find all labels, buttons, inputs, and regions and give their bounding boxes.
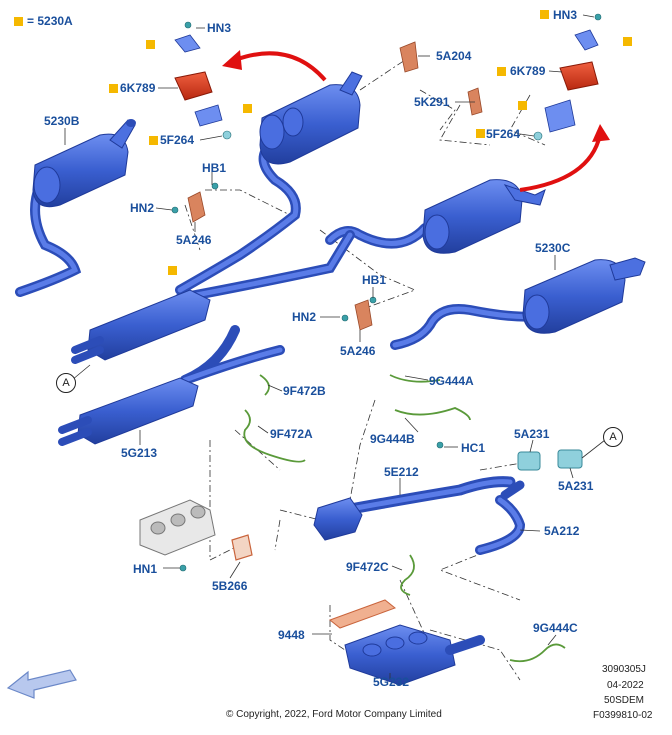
label-5f264-left: 5F264 [160,133,195,147]
label-5g213: 5G213 [121,446,158,460]
label-5a231-bottom: 5A231 [558,479,594,493]
navigation-arrow-icon [6,669,77,699]
reference-square [497,67,506,76]
label-9f472a: 9F472A [270,427,313,441]
label-5a204: 5A204 [436,49,472,63]
label-5a212: 5A212 [544,524,580,538]
actuator-brackets [174,29,599,133]
label-9g444b: 9G444B [370,432,415,446]
label-5a246-upper: 5A246 [176,233,212,247]
figure-id: F0399810-02 [593,710,653,721]
label-9g444c: 9G444C [533,621,578,635]
reference-square [146,40,155,49]
pipe-5a212 [475,480,526,555]
label-5f264-right: 5F264 [486,127,521,141]
doc-code: 50SDEM [604,695,645,706]
manifold-5g232 [328,599,485,686]
label-6k789-left: 6K789 [120,81,156,95]
reference-square [518,101,527,110]
muffler-5230b [15,119,136,297]
label-hn3-left: HN3 [207,21,232,35]
muffler-5230c [390,257,646,350]
mid-pipe-resonator [71,230,355,381]
legend-color-square [14,17,23,26]
label-5k291: 5K291 [414,95,450,109]
reference-square [109,84,118,93]
label-5b266: 5B266 [212,579,248,593]
muffler-5230a [175,71,363,295]
copyright: © Copyright, 2022, Ford Motor Company Li… [226,709,442,720]
callout-a-right: A [603,427,623,447]
label-leaders [64,14,595,680]
reference-square [149,136,158,145]
label-hn3-right: HN3 [553,8,578,22]
reference-square [243,104,252,113]
catalyst-5e212 [313,476,516,541]
oxygen-sensors [243,374,566,663]
label-9f472b: 9F472B [283,384,326,398]
leader-lines [184,59,546,681]
direction-arrows [222,50,610,192]
label-hb1-lower: HB1 [362,273,387,287]
valve-actuators [174,61,599,101]
label-hc1: HC1 [461,441,486,455]
callout-a-left: A [56,373,76,393]
label-9448: 9448 [278,628,305,642]
label-5g232: 5G232 [373,675,410,689]
hardware-fasteners [171,13,602,572]
reference-square [540,10,549,19]
doc-number: 3090305J [602,664,646,675]
manifold-left-grey [139,499,253,561]
label-hn2-upper: HN2 [130,201,155,215]
label-5a231-top: 5A231 [514,427,550,441]
label-5e212: 5E212 [384,465,419,479]
label-9f472c: 9F472C [346,560,389,574]
label-6k789-right: 6K789 [510,64,546,78]
hanger-brackets [187,41,483,331]
label-hb1-upper: HB1 [202,161,227,175]
label-9g444a: 9G444A [429,374,474,388]
label-hn1: HN1 [133,562,158,576]
label-hn2-lower: HN2 [292,310,317,324]
doc-date: 04-2022 [607,680,644,691]
reference-square [168,266,177,275]
label-5230b: 5230B [44,114,80,128]
muffler-center-right [325,179,546,254]
label-5230c: 5230C [535,241,571,255]
label-5a246-lower: 5A246 [340,344,376,358]
resonator-5g213 [58,325,285,446]
legend-text: = 5230A [27,14,73,28]
reference-square [476,129,485,138]
reference-square [623,37,632,46]
clamps-5a231 [517,439,606,471]
